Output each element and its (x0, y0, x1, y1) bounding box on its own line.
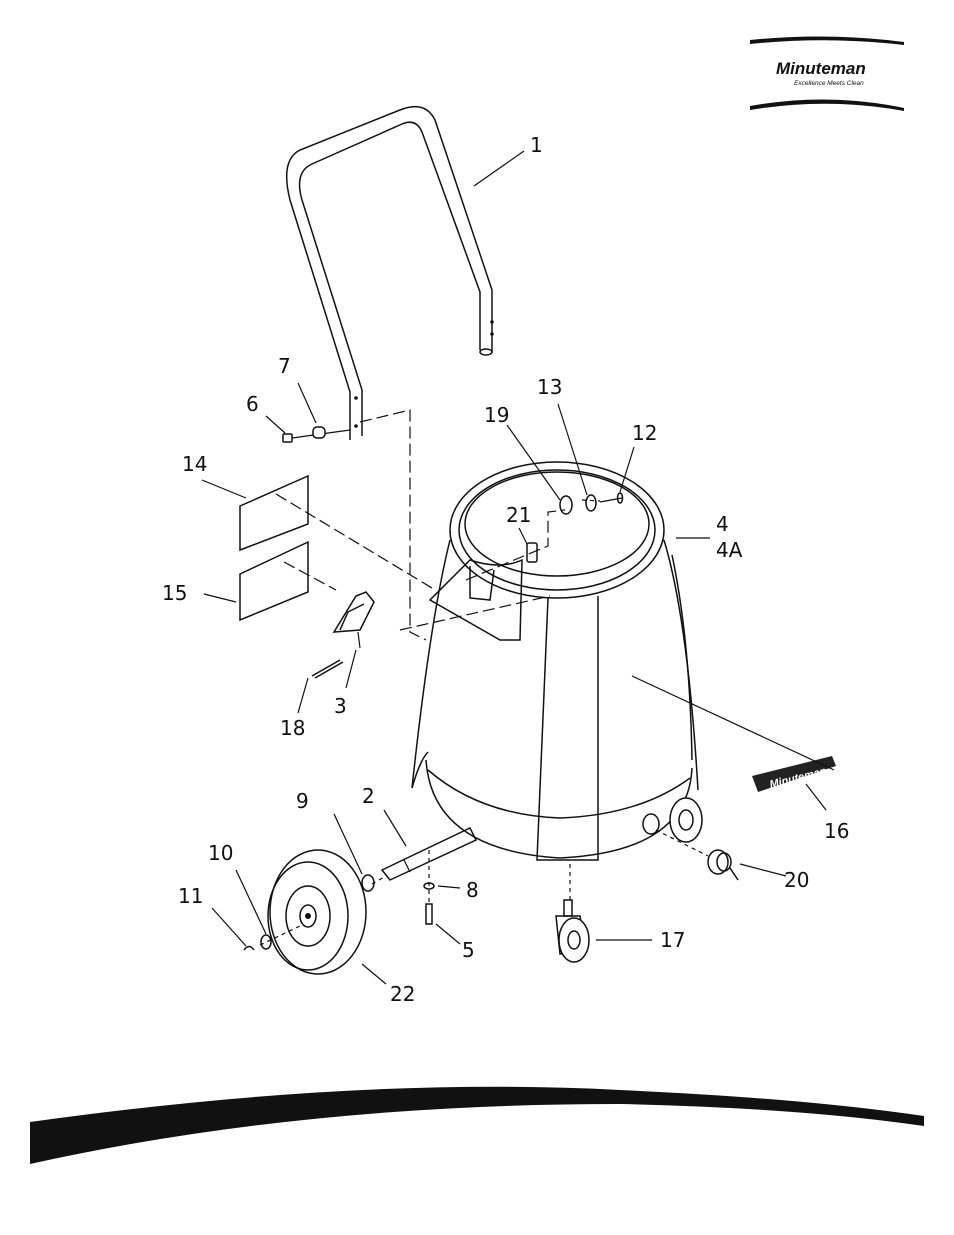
label-15-part (239, 540, 309, 622)
callout-22: 22 (390, 982, 415, 1006)
bolt-5-part (425, 903, 433, 925)
decal-part: Minuteman (752, 756, 836, 792)
wheel-part (267, 849, 367, 975)
callout-4: 4 (716, 512, 729, 536)
callout-15: 15 (162, 581, 187, 605)
assembly-lines (259, 409, 709, 946)
callout-14: 14 (182, 452, 207, 476)
callout-21: 21 (506, 503, 531, 527)
callout-11: 11 (178, 884, 203, 908)
callout-13: 13 (537, 375, 562, 399)
drain-plug-part (707, 849, 739, 881)
callout-5: 5 (462, 938, 475, 962)
callout-12: 12 (632, 421, 657, 445)
callout-6: 6 (246, 392, 259, 416)
washer-13-part (585, 494, 597, 512)
label-14-part (239, 474, 309, 552)
callout-10: 10 (208, 841, 233, 865)
tank-body-part (411, 461, 703, 861)
callout-1: 1 (530, 133, 543, 157)
callout-19: 19 (484, 403, 509, 427)
footer-swoosh (30, 1086, 924, 1164)
axle-part (380, 827, 478, 881)
hose-hanger-part (332, 591, 375, 649)
callout-7: 7 (278, 354, 291, 378)
callout-16: 16 (824, 819, 849, 843)
washer-10-part (260, 934, 272, 950)
spacer-part (312, 426, 326, 439)
callout-numbers: 1 2 3 4 4A 5 6 7 8 9 10 11 12 13 14 15 1… (162, 133, 849, 1006)
pin-part (311, 659, 344, 679)
leader-lines (201, 150, 835, 985)
washer-9-part (361, 874, 375, 892)
caster-part (555, 899, 590, 963)
callout-4a: 4A (716, 538, 743, 562)
handle-part (285, 105, 494, 440)
callout-17: 17 (660, 928, 685, 952)
callout-8: 8 (466, 878, 479, 902)
logo-wordmark: Minuteman (776, 59, 866, 78)
logo-tagline: Excellence Meets Clean (794, 80, 864, 87)
clip-11-part (243, 945, 255, 951)
callout-2: 2 (362, 784, 375, 808)
callout-20: 20 (784, 868, 809, 892)
screw-12-part (599, 492, 624, 504)
minuteman-logo: Minuteman Excellence Meets Clean (750, 36, 904, 111)
callout-9: 9 (296, 789, 309, 813)
callout-3: 3 (334, 694, 347, 718)
grommet-part (559, 495, 573, 515)
callout-18: 18 (280, 716, 305, 740)
